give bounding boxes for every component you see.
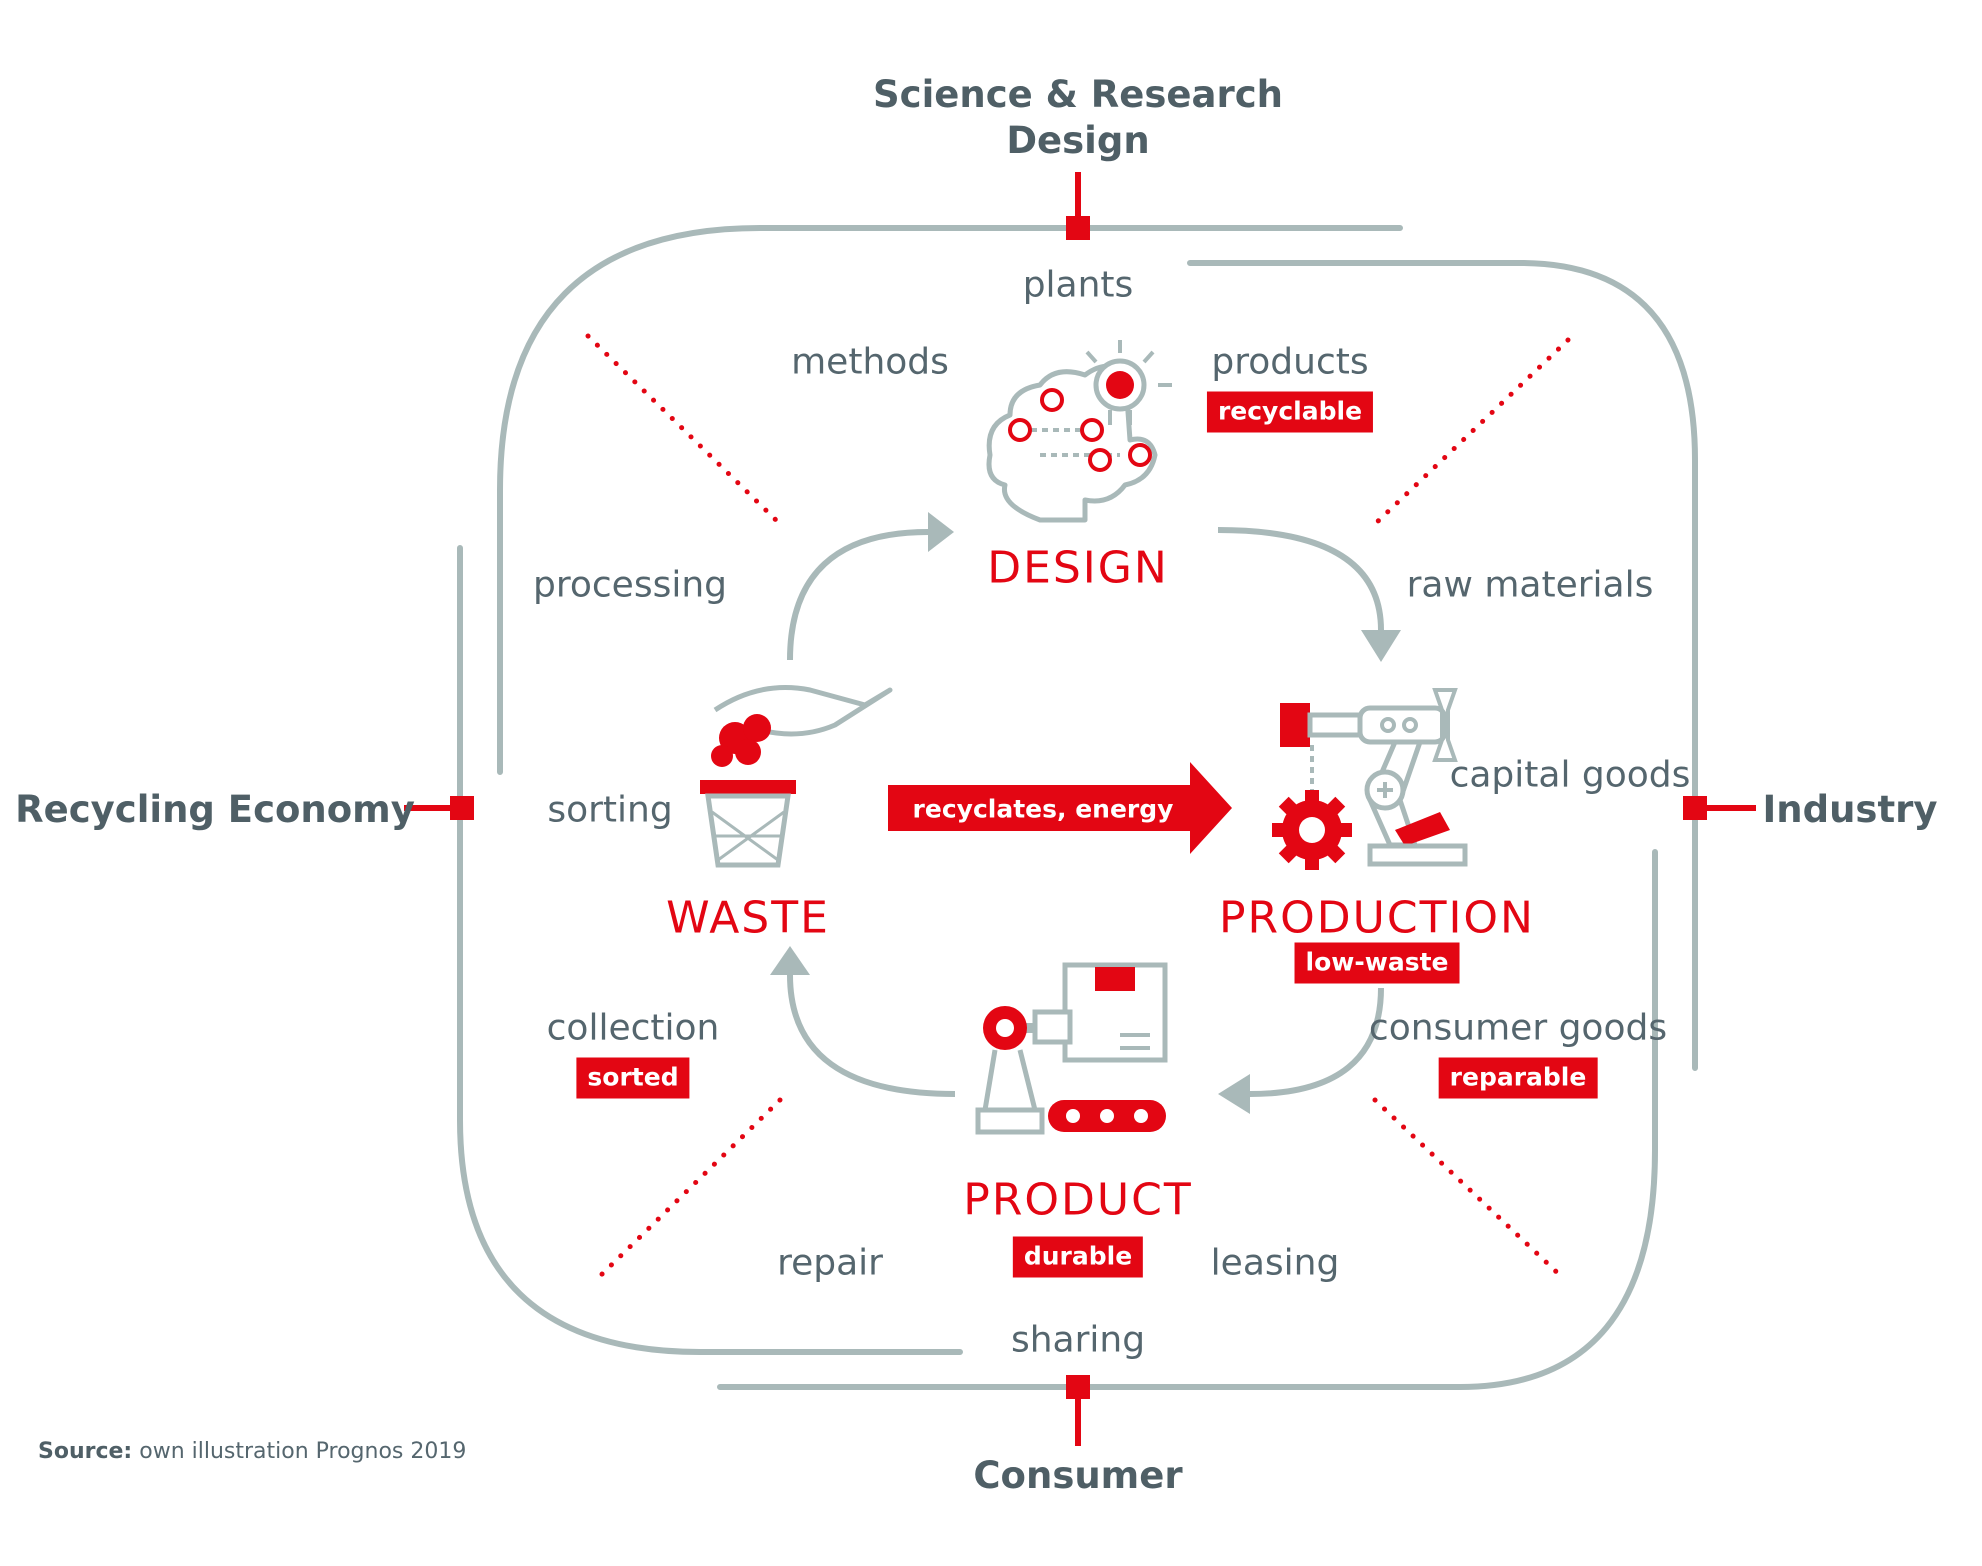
node-waste: WASTE <box>666 892 830 944</box>
stakeholder-recycling-economy: Recycling Economy <box>15 788 415 831</box>
connector-bottom-square <box>1066 1375 1090 1399</box>
cycle-arrowheads <box>770 512 1401 1114</box>
label-processing: processing <box>532 564 728 606</box>
label-products: products <box>1211 341 1369 383</box>
outer-frame <box>457 225 1698 1390</box>
badge-durable: durable <box>1012 1236 1144 1278</box>
source-text: own illustration Prognos 2019 <box>139 1439 467 1464</box>
frame-top-left <box>497 225 1403 775</box>
stakeholder-consumer: Consumer <box>973 1454 1183 1497</box>
label-sorting: sorting <box>547 789 673 831</box>
frame-top-right <box>1187 260 1698 1071</box>
badge-reparable: reparable <box>1438 1057 1598 1099</box>
cycle-arrows <box>787 527 1384 1097</box>
badge-recyclable: recyclable <box>1206 391 1374 433</box>
waste-basket-icon <box>700 685 893 868</box>
frame-bottom-left <box>457 545 963 1355</box>
diagonal-bottom-right <box>1372 1097 1568 1283</box>
stakeholder-top-line1: Science & Research <box>873 73 1283 116</box>
diagonal-bottom-left <box>593 1097 783 1283</box>
node-product: PRODUCT <box>963 1174 1193 1226</box>
source-prefix: Source: <box>38 1439 133 1464</box>
recyclates-arrow <box>888 762 1232 854</box>
arrowhead-waste <box>770 946 810 975</box>
robot-arm-gear-icon <box>1272 688 1468 870</box>
recyclates-arrow-label: recyclates, energy <box>912 794 1174 824</box>
stakeholder-top-line2: Design <box>1006 119 1150 162</box>
badge-low-waste: low-waste <box>1294 942 1460 984</box>
brain-bulb-icon <box>986 340 1172 523</box>
label-repair: repair <box>777 1242 883 1284</box>
connector-right-square <box>1683 796 1707 820</box>
label-methods: methods <box>791 341 949 383</box>
connector-top-square <box>1066 216 1090 240</box>
diagonal-top-left <box>585 333 783 527</box>
node-production: PRODUCTION <box>1219 892 1535 944</box>
badge-sorted: sorted <box>576 1057 690 1099</box>
stakeholder-connectors <box>404 172 1756 1446</box>
arrow-waste-to-design <box>787 529 929 661</box>
label-leasing: leasing <box>1210 1242 1340 1284</box>
arrow-production-to-product <box>1249 987 1384 1097</box>
diagonal-top-right <box>1372 337 1571 527</box>
arrow-product-to-waste <box>787 974 956 1097</box>
node-design: DESIGN <box>987 542 1169 594</box>
arrowhead-design <box>928 512 954 552</box>
stakeholder-science-research-design: Science & Research Design <box>873 72 1283 164</box>
arrow-design-to-production <box>1217 527 1384 631</box>
frame-bottom-right <box>717 849 1658 1390</box>
product-conveyor-icon <box>975 962 1168 1135</box>
label-sharing: sharing <box>1010 1319 1146 1361</box>
arrowhead-product <box>1218 1074 1250 1114</box>
label-raw-materials: raw materials <box>1406 564 1654 606</box>
label-capital-goods: capital goods <box>1449 754 1691 796</box>
stakeholder-industry: Industry <box>1762 788 1938 831</box>
dotted-diagonals <box>585 333 1571 1283</box>
connector-left-square <box>450 796 474 820</box>
label-plants: plants <box>1022 264 1134 306</box>
label-collection: collection <box>546 1007 720 1049</box>
source-note: Source: own illustration Prognos 2019 <box>38 1439 466 1464</box>
label-consumer-goods: consumer goods <box>1368 1007 1668 1049</box>
arrowhead-production <box>1361 630 1401 662</box>
